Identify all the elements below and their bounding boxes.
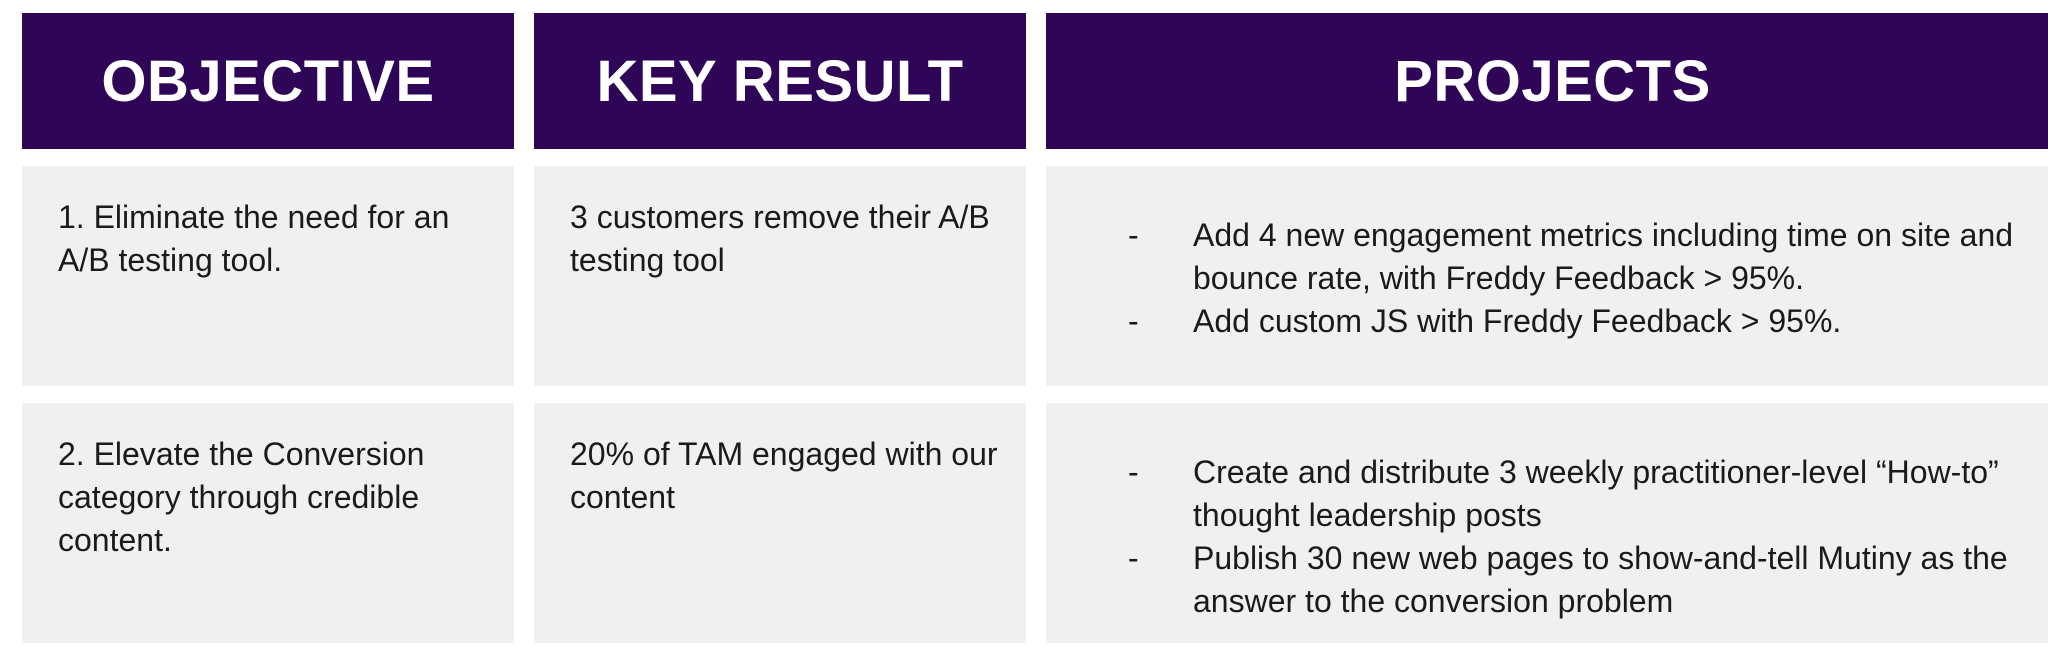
row-1-project-list: - Add 4 new engagement metrics including… xyxy=(1128,214,2039,343)
project-text: Add custom JS with Freddy Feedback > 95%… xyxy=(1193,303,1842,339)
row-2-projects: - Create and distribute 3 weekly practit… xyxy=(1046,403,2048,643)
header-key-result: KEY RESULT xyxy=(534,13,1026,149)
list-item: - Add 4 new engagement metrics including… xyxy=(1128,214,2039,300)
bullet-dash: - xyxy=(1128,540,1139,576)
bullet-dash: - xyxy=(1128,303,1139,339)
okr-table: OBJECTIVE KEY RESULT PROJECTS 1. Elimina… xyxy=(22,13,2048,643)
row-2-objective: 2. Elevate the Conversion category throu… xyxy=(22,403,514,643)
row-2-key-result: 20% of TAM engaged with our content xyxy=(534,403,1026,643)
list-item: - Publish 30 new web pages to show-and-t… xyxy=(1128,537,2039,623)
row-1-projects: - Add 4 new engagement metrics including… xyxy=(1046,166,2048,386)
header-projects: PROJECTS xyxy=(1046,13,2048,149)
bullet-dash: - xyxy=(1128,217,1139,253)
project-text: Create and distribute 3 weekly practitio… xyxy=(1193,454,1999,533)
project-text: Publish 30 new web pages to show-and-tel… xyxy=(1193,540,2008,619)
row-2-project-list: - Create and distribute 3 weekly practit… xyxy=(1128,451,2039,623)
list-item: - Add custom JS with Freddy Feedback > 9… xyxy=(1128,300,2039,343)
row-1-key-result: 3 customers remove their A/B testing too… xyxy=(534,166,1026,386)
row-1-objective: 1. Eliminate the need for an A/B testing… xyxy=(22,166,514,386)
list-item: - Create and distribute 3 weekly practit… xyxy=(1128,451,2039,537)
bullet-dash: - xyxy=(1128,454,1139,490)
header-objective: OBJECTIVE xyxy=(22,13,514,149)
project-text: Add 4 new engagement metrics including t… xyxy=(1193,217,2014,296)
